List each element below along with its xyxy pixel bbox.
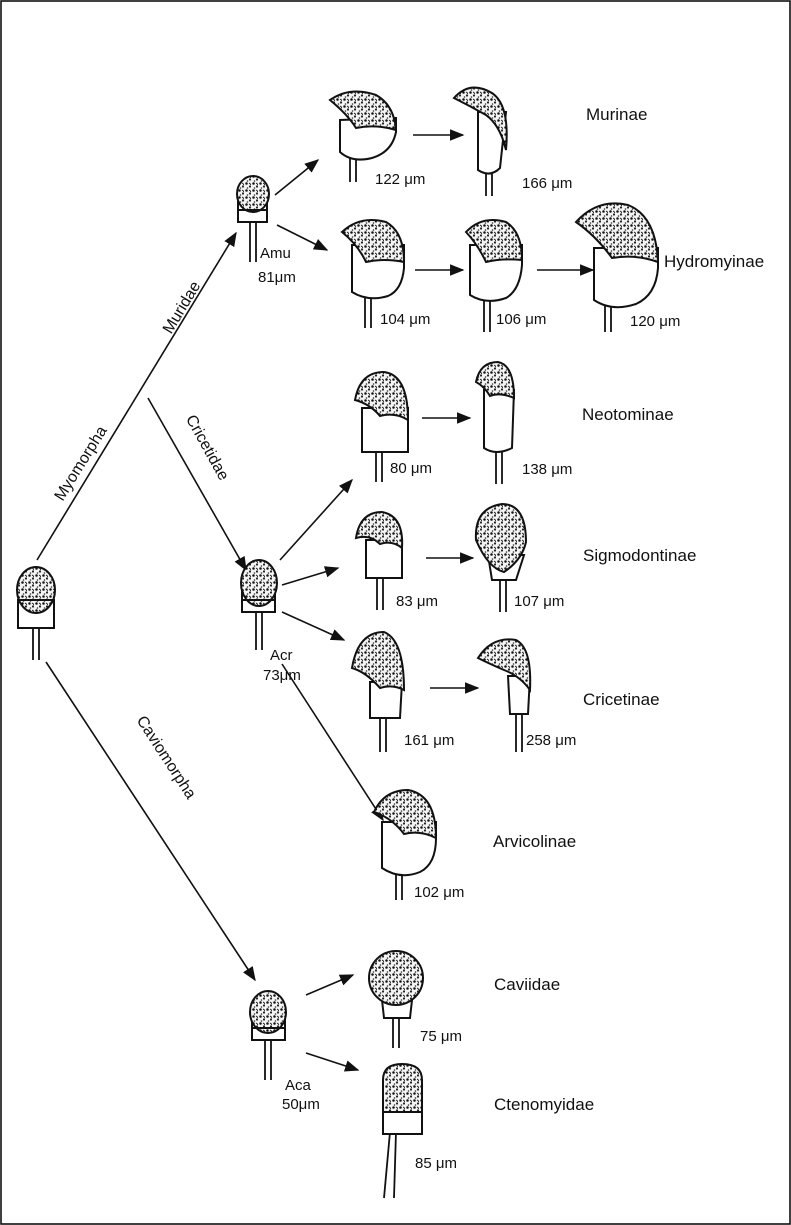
sperm-head-root bbox=[17, 567, 55, 660]
edge-acr-sigmodontinae bbox=[282, 568, 338, 585]
sperm-head-acr bbox=[241, 560, 277, 650]
taxon-label-sigmodontinae: Sigmodontinae bbox=[583, 546, 696, 565]
ancestor-code-aca: Aca bbox=[285, 1077, 312, 1094]
edge-acr-cricetinae bbox=[282, 612, 344, 640]
sperm-head-aca bbox=[250, 991, 286, 1080]
size-murinae-1: 122 μm bbox=[375, 171, 425, 188]
sperm-head-cricetinae-1 bbox=[352, 632, 404, 752]
ancestor-code-amu: Amu bbox=[260, 245, 291, 262]
size-arvicolinae-1: 102 μm bbox=[414, 884, 464, 901]
size-hydromyinae-1: 104 μm bbox=[380, 311, 430, 328]
taxon-label-hydromyinae: Hydromyinae bbox=[664, 252, 764, 271]
size-neotominae-2: 138 μm bbox=[522, 461, 572, 478]
branch-label-myomorpha: Myomorpha bbox=[52, 423, 111, 504]
size-sigmodontinae-1: 83 μm bbox=[396, 593, 438, 610]
taxon-label-ctenomyidae: Ctenomyidae bbox=[494, 1095, 594, 1114]
size-hydromyinae-2: 106 μm bbox=[496, 311, 546, 328]
size-murinae-2: 166 μm bbox=[522, 175, 572, 192]
ancestor-code-acr: Acr bbox=[270, 647, 293, 664]
taxon-label-caviidae: Caviidae bbox=[494, 975, 560, 994]
edge-amu-murinae bbox=[275, 160, 318, 195]
edge-aca-caviidae bbox=[306, 975, 353, 995]
sperm-head-caviidae-1 bbox=[369, 951, 423, 1048]
size-cricetinae-1: 161 μm bbox=[404, 732, 454, 749]
edge-aca-ctenomyidae bbox=[306, 1053, 358, 1070]
ancestor-size-aca: 50μm bbox=[282, 1096, 320, 1113]
branch-label-caviomorpha: Caviomorpha bbox=[133, 713, 199, 802]
size-caviidae-1: 75 μm bbox=[420, 1028, 462, 1045]
edge-acr-neotominae bbox=[280, 480, 352, 560]
edge-myomorpha bbox=[37, 233, 236, 560]
ancestor-size-acr: 73μm bbox=[263, 667, 301, 684]
sperm-head-cricetinae-2 bbox=[478, 639, 530, 752]
taxon-label-arvicolinae: Arvicolinae bbox=[493, 832, 576, 851]
branch-label-cricetidae: Cricetidae bbox=[182, 412, 232, 483]
sperm-head-ctenomyidae-1 bbox=[383, 1064, 422, 1198]
ancestor-size-amu: 81μm bbox=[258, 269, 296, 286]
edge-caviomorpha bbox=[46, 662, 255, 980]
sperm-head-murinae-1 bbox=[330, 91, 396, 182]
edge-acr-arvicolinae bbox=[282, 664, 383, 820]
branch-label-muridae: Muridae bbox=[160, 278, 204, 336]
sperm-head-neotominae-2 bbox=[476, 362, 514, 484]
taxon-label-neotominae: Neotominae bbox=[582, 405, 674, 424]
sperm-head-murinae-2 bbox=[454, 88, 507, 196]
size-hydromyinae-3: 120 μm bbox=[630, 313, 680, 330]
taxon-label-murinae: Murinae bbox=[586, 105, 647, 124]
size-cricetinae-2: 258 μm bbox=[526, 732, 576, 749]
size-sigmodontinae-2: 107 μm bbox=[514, 593, 564, 610]
size-ctenomyidae-1: 85 μm bbox=[415, 1155, 457, 1172]
taxon-label-cricetinae: Cricetinae bbox=[583, 690, 660, 709]
size-neotominae-1: 80 μm bbox=[390, 460, 432, 477]
